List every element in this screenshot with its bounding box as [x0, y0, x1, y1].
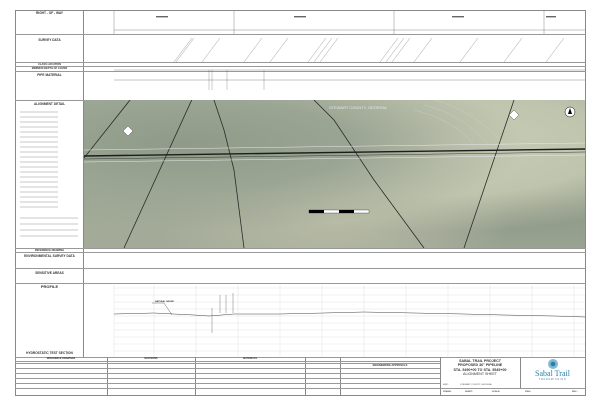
sheet-label: SHEET:: [465, 390, 473, 393]
reference-drawings-header: REFERENCE DRAWINGS: [46, 356, 76, 360]
left-panel-divider: [83, 10, 84, 357]
divider: [15, 363, 440, 364]
reference-drawing-label: REFERENCE DRAWING: [34, 248, 65, 252]
sheet-border: [15, 10, 586, 396]
divider: [15, 360, 440, 362]
title-line-1: SABAL TRAIL PROJECT: [459, 359, 501, 363]
divider: [195, 357, 196, 395]
natural-grade-line: [113, 311, 585, 318]
divider: [15, 368, 440, 369]
divider: [15, 383, 440, 384]
title-line-3: STA. 5490+00 TO STA. 5545+00: [453, 367, 507, 372]
rev-label: REV.:: [572, 390, 578, 393]
divider: [520, 357, 521, 388]
divider: [15, 283, 586, 284]
min-depth-cover-label: MINIMUM DEPTH OF COVER: [31, 67, 68, 71]
divider: [15, 252, 586, 253]
divider: [15, 248, 586, 249]
county-label: STEWART COUNTY, GEORGIA: [329, 105, 387, 110]
survey-data-label: SURVEY DATA: [38, 38, 61, 42]
logo-sub: TRANSMISSION: [538, 377, 567, 381]
materials-header: MATERIALS: [243, 356, 257, 360]
class-location-label: CLASS LOCATION: [38, 62, 61, 66]
divider: [15, 388, 586, 389]
right-of-way-label: RIGHT - OF - WAY: [36, 11, 63, 15]
divider: [107, 357, 108, 395]
profile-label: PROFILE: [40, 284, 59, 289]
logo-name: Sabal Trail: [535, 369, 570, 378]
alignment-legend: [20, 111, 78, 237]
pipeline-centerline: [84, 148, 585, 157]
engineering-approvals-header: ENGINEERING APPROVALS: [372, 364, 408, 367]
title-block: SABAL TRAIL PROJECT PROPOSED 36" PIPELIN…: [440, 359, 520, 376]
location-value: STEWART COUNTY, GEORGIA: [460, 384, 492, 386]
dwg-label: DWG:: [525, 390, 532, 393]
divider: [15, 62, 586, 63]
alignment-detail-label: ALIGNMENT DETAIL: [33, 102, 66, 106]
divider: [15, 357, 586, 358]
hydrostatic-label: HYDROSTATIC TEST SECTION: [26, 350, 73, 355]
divider: [15, 268, 586, 269]
profile-grid: [113, 285, 585, 357]
divider: [15, 373, 440, 374]
sensitive-areas-label: SENSITIVE AREAS: [35, 271, 64, 275]
north-arrow-icon: [564, 106, 576, 118]
sabal-trail-logo: Sabal Trail TRANSMISSION: [520, 358, 585, 381]
pipe-material-label: PIPE MATERIAL: [37, 73, 62, 77]
palm-logo-icon: [547, 359, 558, 369]
natural-grade-label: NATURAL GRADE: [155, 301, 174, 303]
divider: [15, 378, 440, 379]
loc-label: LOC:: [443, 384, 449, 386]
map-overlay: [84, 100, 585, 248]
top-strip-graphics: [113, 10, 585, 90]
revisions-header: REVISIONS: [144, 356, 158, 360]
title-line-4: ALIGNMENT SHEET: [463, 371, 497, 376]
aerial-map[interactable]: STEWART COUNTY, GEORGIA: [84, 100, 585, 248]
divider: [305, 357, 306, 395]
divider: [15, 66, 586, 67]
divider: [15, 34, 586, 35]
divider: [440, 357, 441, 395]
frame-label: FRAME:: [443, 390, 452, 393]
divider: [340, 357, 341, 395]
scale-label: SCALE:: [492, 390, 501, 393]
title-line-2: PROPOSED 36" PIPELINE: [457, 363, 503, 368]
environmental-survey-label: ENVIRONMENTAL SURVEY DATA: [24, 254, 75, 258]
divider: [15, 71, 586, 72]
